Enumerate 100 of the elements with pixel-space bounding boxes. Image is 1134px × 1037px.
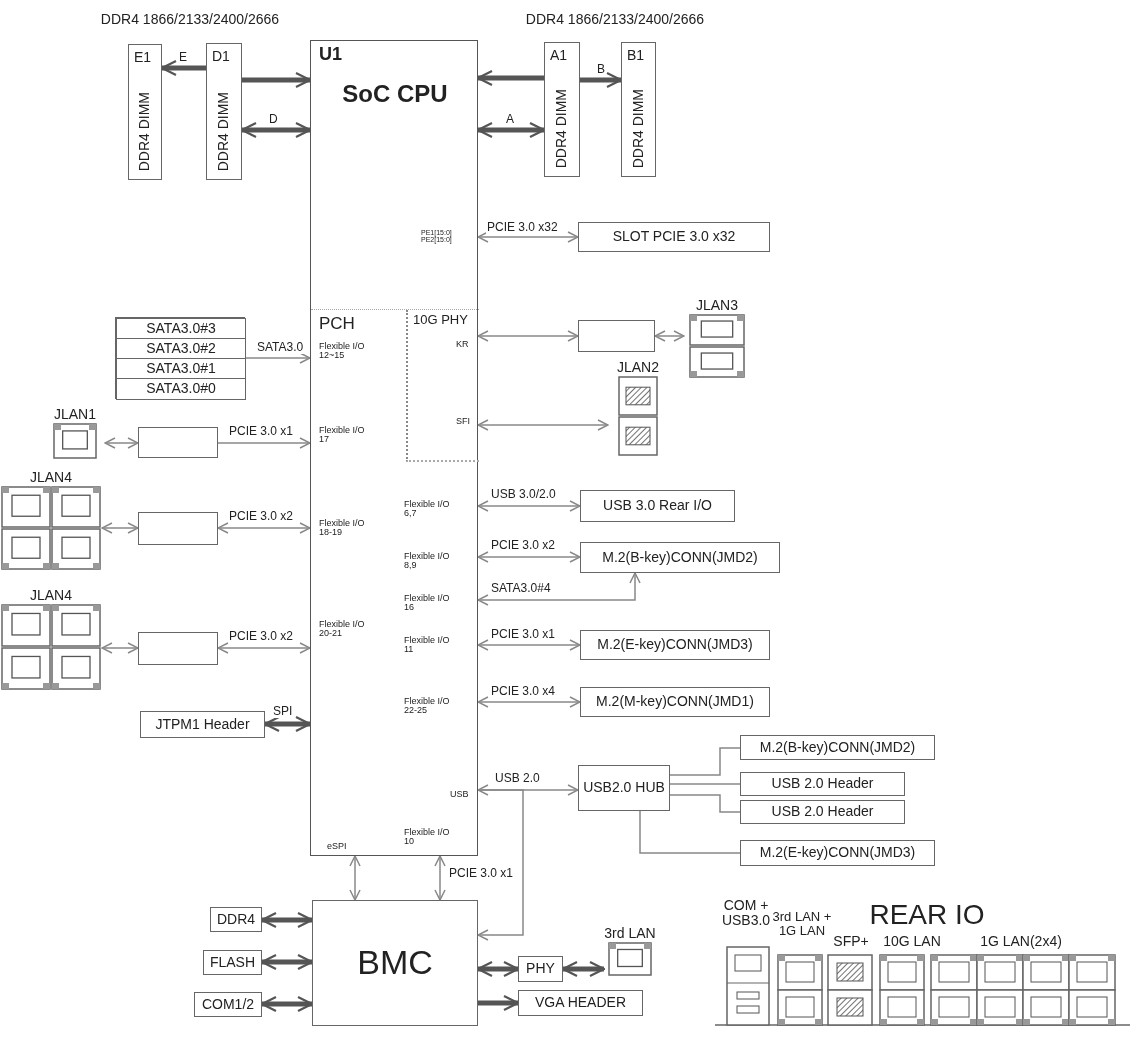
- port-label: JLAN4: [30, 586, 72, 604]
- arrow: [477, 572, 641, 606]
- arrow: [477, 551, 581, 563]
- chip-box: PHY: [518, 956, 563, 982]
- edge-label: USB 3.0/2.0: [490, 487, 557, 501]
- connector-box: FLASH: [203, 950, 262, 975]
- chip-box: [138, 427, 218, 458]
- bus-arrow: [476, 960, 520, 978]
- chip-box: [578, 320, 655, 352]
- pin-label: Flexible I/O 18-19: [319, 519, 366, 538]
- edge-label: PCIE 3.0 x1: [448, 866, 515, 880]
- connector-box: M.2(B-key)CONN(JMD2): [740, 735, 935, 760]
- chip-box: [138, 632, 218, 665]
- bus-arrow: [476, 69, 544, 87]
- arrow: [217, 522, 311, 534]
- edge-label: PCIE 3.0 x32: [486, 220, 559, 234]
- arrow: [349, 855, 361, 901]
- hub-box: USB2.0 HUB: [578, 765, 670, 811]
- edge-label: B: [596, 62, 606, 76]
- arrow: [477, 639, 581, 651]
- note-text: 3rd LAN + 1G LAN: [771, 910, 833, 939]
- connector-line: [669, 747, 741, 776]
- module-label: DDR4 DIMM: [216, 91, 231, 171]
- bus-arrow: [478, 994, 520, 1012]
- pin-label: Flexible I/O 12~15: [319, 342, 366, 361]
- memory-module: [206, 43, 242, 180]
- edge-label: A: [505, 112, 515, 126]
- bus-arrow: [160, 59, 206, 77]
- arrow: [244, 352, 311, 364]
- bus-arrow: [240, 121, 312, 139]
- connector-box: USB 2.0 Header: [740, 772, 905, 796]
- connector-box: COM1/2: [194, 992, 262, 1017]
- edge-label: SPI: [272, 704, 294, 718]
- connector-box: DDR4: [210, 907, 262, 932]
- connector-line: [669, 783, 741, 785]
- arrow: [477, 784, 579, 796]
- processor-box: [310, 40, 478, 856]
- edge-label: PCIE 3.0 x1: [490, 627, 557, 641]
- arrow: [477, 330, 579, 342]
- slot-label: D1: [212, 49, 230, 64]
- pin-label: Flexible I/O 11: [404, 636, 451, 655]
- edge-label: PCIE 3.0 x4: [490, 684, 557, 698]
- connector-box: SATA3.0#1: [116, 358, 246, 379]
- slot-box: SLOT PCIE 3.0 x32: [578, 222, 770, 252]
- memory-module: [128, 44, 162, 180]
- port-label: 3rd LAN: [604, 924, 656, 942]
- edge-label: SATA3.0#4: [490, 581, 552, 595]
- pin-label: Flexible I/O 6,7: [404, 500, 451, 519]
- edge-label: PCIE 3.0 x1: [228, 424, 295, 438]
- controller-box: BMC: [312, 900, 478, 1026]
- bus-arrow: [260, 953, 314, 971]
- chip-title: SoC CPU: [341, 81, 449, 107]
- bus-arrow: [476, 121, 546, 139]
- chip-label: U1: [319, 45, 343, 64]
- note-text: 10G LAN: [882, 934, 942, 950]
- bus-arrow: [260, 995, 314, 1013]
- connector-box: M.2(M-key)CONN(JMD1): [580, 687, 770, 717]
- slot-label: B1: [627, 48, 645, 63]
- pin-label: Flexible I/O 10: [404, 828, 451, 847]
- pin-label: USB: [450, 790, 470, 800]
- panel-title: REAR IO: [868, 900, 986, 931]
- arrow: [101, 642, 139, 654]
- bus-arrow: [242, 71, 312, 89]
- edge-label: PCIE 3.0 x2: [228, 629, 295, 643]
- edge-label: D: [268, 112, 279, 126]
- arrow: [654, 330, 685, 342]
- module-label: DDR4 DIMM: [554, 88, 569, 168]
- edge-label: PCIE 3.0 x2: [490, 538, 557, 552]
- connector-box: USB 2.0 Header: [740, 800, 905, 824]
- bus-arrow: [263, 715, 312, 733]
- bus-arrow: [260, 911, 314, 929]
- memory-module: [544, 42, 580, 177]
- bus-arrow: [580, 71, 623, 89]
- edge-label: E: [178, 50, 188, 64]
- note-text: DDR4 1866/2133/2400/2666: [524, 12, 706, 28]
- note-text: 1G LAN(2x4): [979, 934, 1063, 950]
- connector-box: SATA3.0#0: [116, 378, 246, 400]
- edge-label: USB 2.0: [494, 771, 541, 785]
- arrow: [104, 437, 139, 449]
- port-label: JLAN1: [54, 405, 96, 423]
- arrow: [217, 642, 311, 654]
- connector-line: [669, 794, 741, 813]
- arrow: [434, 855, 446, 901]
- bus-arrow: [561, 960, 606, 978]
- connector-box: SATA3.0#2: [116, 338, 246, 359]
- port-label: JLAN4: [30, 468, 72, 486]
- arrow: [217, 437, 311, 449]
- note-text: SFP+: [832, 934, 870, 950]
- module-label: DDR4 DIMM: [137, 91, 152, 171]
- memory-module: [621, 42, 656, 177]
- pin-label: KR: [456, 340, 470, 350]
- arrow: [477, 500, 581, 512]
- pin-label: Flexible I/O 20-21: [319, 620, 366, 639]
- arrow: [477, 231, 579, 243]
- connector-line: [639, 810, 741, 854]
- port-label: JLAN2: [617, 358, 659, 376]
- chip-box: [138, 512, 218, 545]
- arrow: [477, 419, 609, 431]
- arrow: [477, 696, 581, 708]
- pin-label: eSPI: [327, 842, 348, 852]
